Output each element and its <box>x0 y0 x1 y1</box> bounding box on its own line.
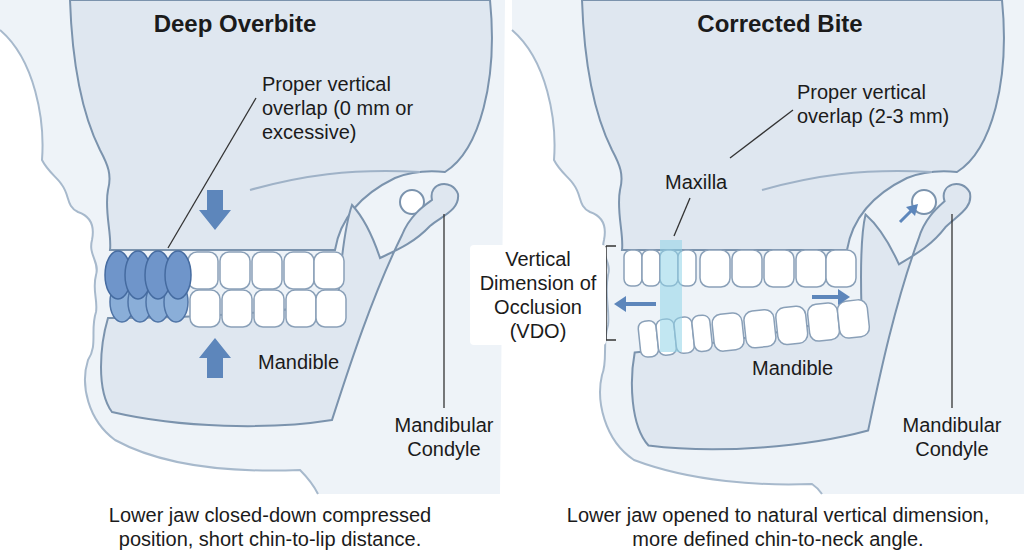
panel-heading: Deep Overbite <box>135 10 335 39</box>
leader-line <box>168 98 256 248</box>
lower-molar <box>222 290 252 327</box>
lower-molar <box>254 290 284 327</box>
lower-incisor <box>691 314 713 352</box>
part-label: Mandible <box>258 350 339 374</box>
upper-molar <box>796 250 826 287</box>
upper-molar <box>188 252 218 289</box>
vdo-bracket <box>606 339 616 341</box>
upper-molar <box>284 252 314 289</box>
highlight-tooth <box>660 240 682 352</box>
compress-arrow <box>199 190 231 230</box>
upper-molar <box>252 252 282 289</box>
dimension-label: Vertical Dimension of Occlusion (VDO) <box>470 245 606 345</box>
upper-incisor <box>624 250 642 286</box>
lower-molar <box>711 312 745 352</box>
lower-molar <box>807 302 841 342</box>
lower-molar <box>837 299 871 339</box>
lower-molar <box>743 309 777 349</box>
upper-incisor <box>642 250 660 286</box>
upper-molar <box>732 250 762 287</box>
panel-heading: Corrected Bite <box>680 10 880 39</box>
part-label: Mandible <box>752 356 833 380</box>
lower-molar <box>775 305 809 345</box>
upper-molar <box>826 250 856 287</box>
expand-arrow-head <box>838 289 850 305</box>
vdo-bracket <box>606 245 616 247</box>
leader-line <box>730 110 793 158</box>
lower-molar <box>190 290 220 327</box>
mandible-bone <box>101 184 458 426</box>
panel-caption: Lower jaw closed-down compressed positio… <box>80 503 460 551</box>
leader-line <box>951 214 952 408</box>
callout-label: Proper vertical overlap (2-3 mm) <box>797 80 977 128</box>
leader-line <box>443 214 444 408</box>
condyle-arrow <box>900 210 912 222</box>
condyle-arrow-head <box>906 204 918 216</box>
zygomatic-arch <box>762 171 932 190</box>
expand-arrow-head <box>614 296 626 312</box>
upper-molar <box>764 250 794 287</box>
panel-caption: Lower jaw opened to natural vertical dim… <box>563 503 993 551</box>
leader-line <box>674 198 690 236</box>
upper-molar <box>314 252 344 289</box>
lower-molar <box>286 290 316 327</box>
upper-incisor <box>165 251 191 299</box>
part-label: Maxilla <box>665 170 727 194</box>
part-label: Mandibular Condyle <box>379 413 509 461</box>
compress-arrow <box>199 338 231 378</box>
lower-molar <box>316 290 346 327</box>
expand-arrow <box>624 302 656 306</box>
zygomatic-arch <box>250 171 420 190</box>
expand-arrow <box>812 295 840 299</box>
part-label: Mandibular Condyle <box>887 413 1017 461</box>
callout-label: Proper vertical overlap (0 mm or excessi… <box>262 72 422 144</box>
upper-molar <box>700 250 730 287</box>
upper-molar <box>220 252 250 289</box>
